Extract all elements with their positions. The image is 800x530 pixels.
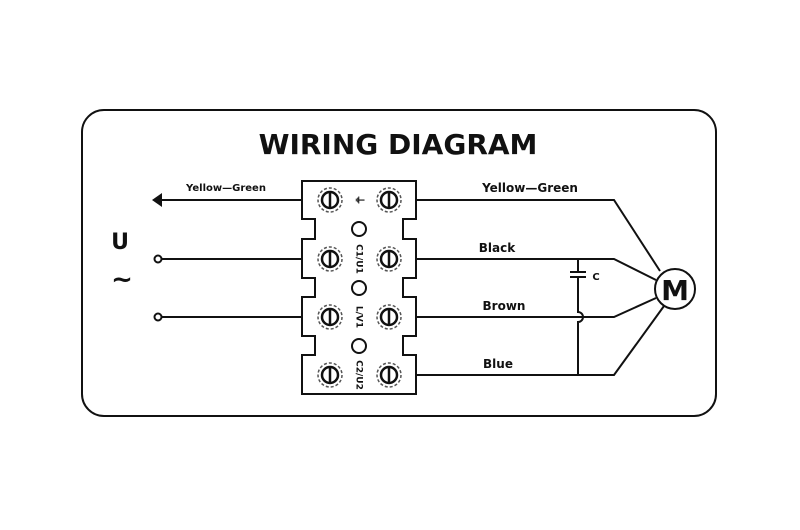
capacitor-label: C: [592, 272, 599, 283]
left-line-wire-1: [153, 254, 302, 264]
screw-ground-left-icon: [317, 187, 343, 213]
terminal-label-ground: ⏚: [353, 195, 365, 205]
screw-l-v1-right-icon: [376, 304, 402, 330]
ground-arrow-icon: [152, 193, 162, 207]
separator-hole-icon: [351, 280, 367, 296]
right-wire-label: Brown: [483, 299, 526, 313]
supply-symbol-ac: ~: [111, 265, 133, 295]
right-wire-label: Yellow—Green: [481, 181, 578, 195]
motor: M: [654, 268, 696, 310]
diagram-title: WIRING DIAGRAM: [259, 128, 538, 161]
right-wire-blue: Blue: [416, 305, 665, 376]
screw-c1-u1-left-icon: [317, 246, 343, 272]
separator-hole-icon: [351, 338, 367, 354]
left-wire-label: Yellow—Green: [185, 183, 266, 194]
terminal-label-l-v1: L/V1: [354, 306, 364, 328]
right-wire-yellow-green: Yellow—Green: [416, 181, 661, 272]
terminal-label-c2-u2: C2/U2: [354, 360, 364, 390]
right-wire-brown: Brown: [416, 297, 657, 318]
terminal-block: [301, 180, 417, 395]
supply-symbol-u: U: [111, 230, 129, 255]
separator-hole-icon: [351, 221, 367, 237]
capacitor: C: [570, 259, 600, 375]
terminal-point-icon: [153, 312, 163, 322]
terminal-point-icon: [153, 254, 163, 264]
motor-label: M: [661, 274, 689, 307]
right-wire-label: Black: [479, 241, 516, 255]
screw-ground-right-icon: [376, 187, 402, 213]
left-line-wire-2: [153, 312, 302, 322]
screw-c2-u2-left-icon: [317, 362, 343, 388]
right-wire-black: Black: [416, 241, 657, 281]
terminal-label-c1-u1: C1/U1: [354, 244, 364, 274]
diagram-frame: [81, 109, 717, 417]
right-wire-label: Blue: [483, 357, 513, 371]
screw-c1-u1-right-icon: [376, 246, 402, 272]
motor-icon: [654, 268, 696, 310]
screw-c2-u2-right-icon: [376, 362, 402, 388]
screw-l-v1-left-icon: [317, 304, 343, 330]
left-ground-wire: Yellow—Green: [152, 183, 302, 207]
